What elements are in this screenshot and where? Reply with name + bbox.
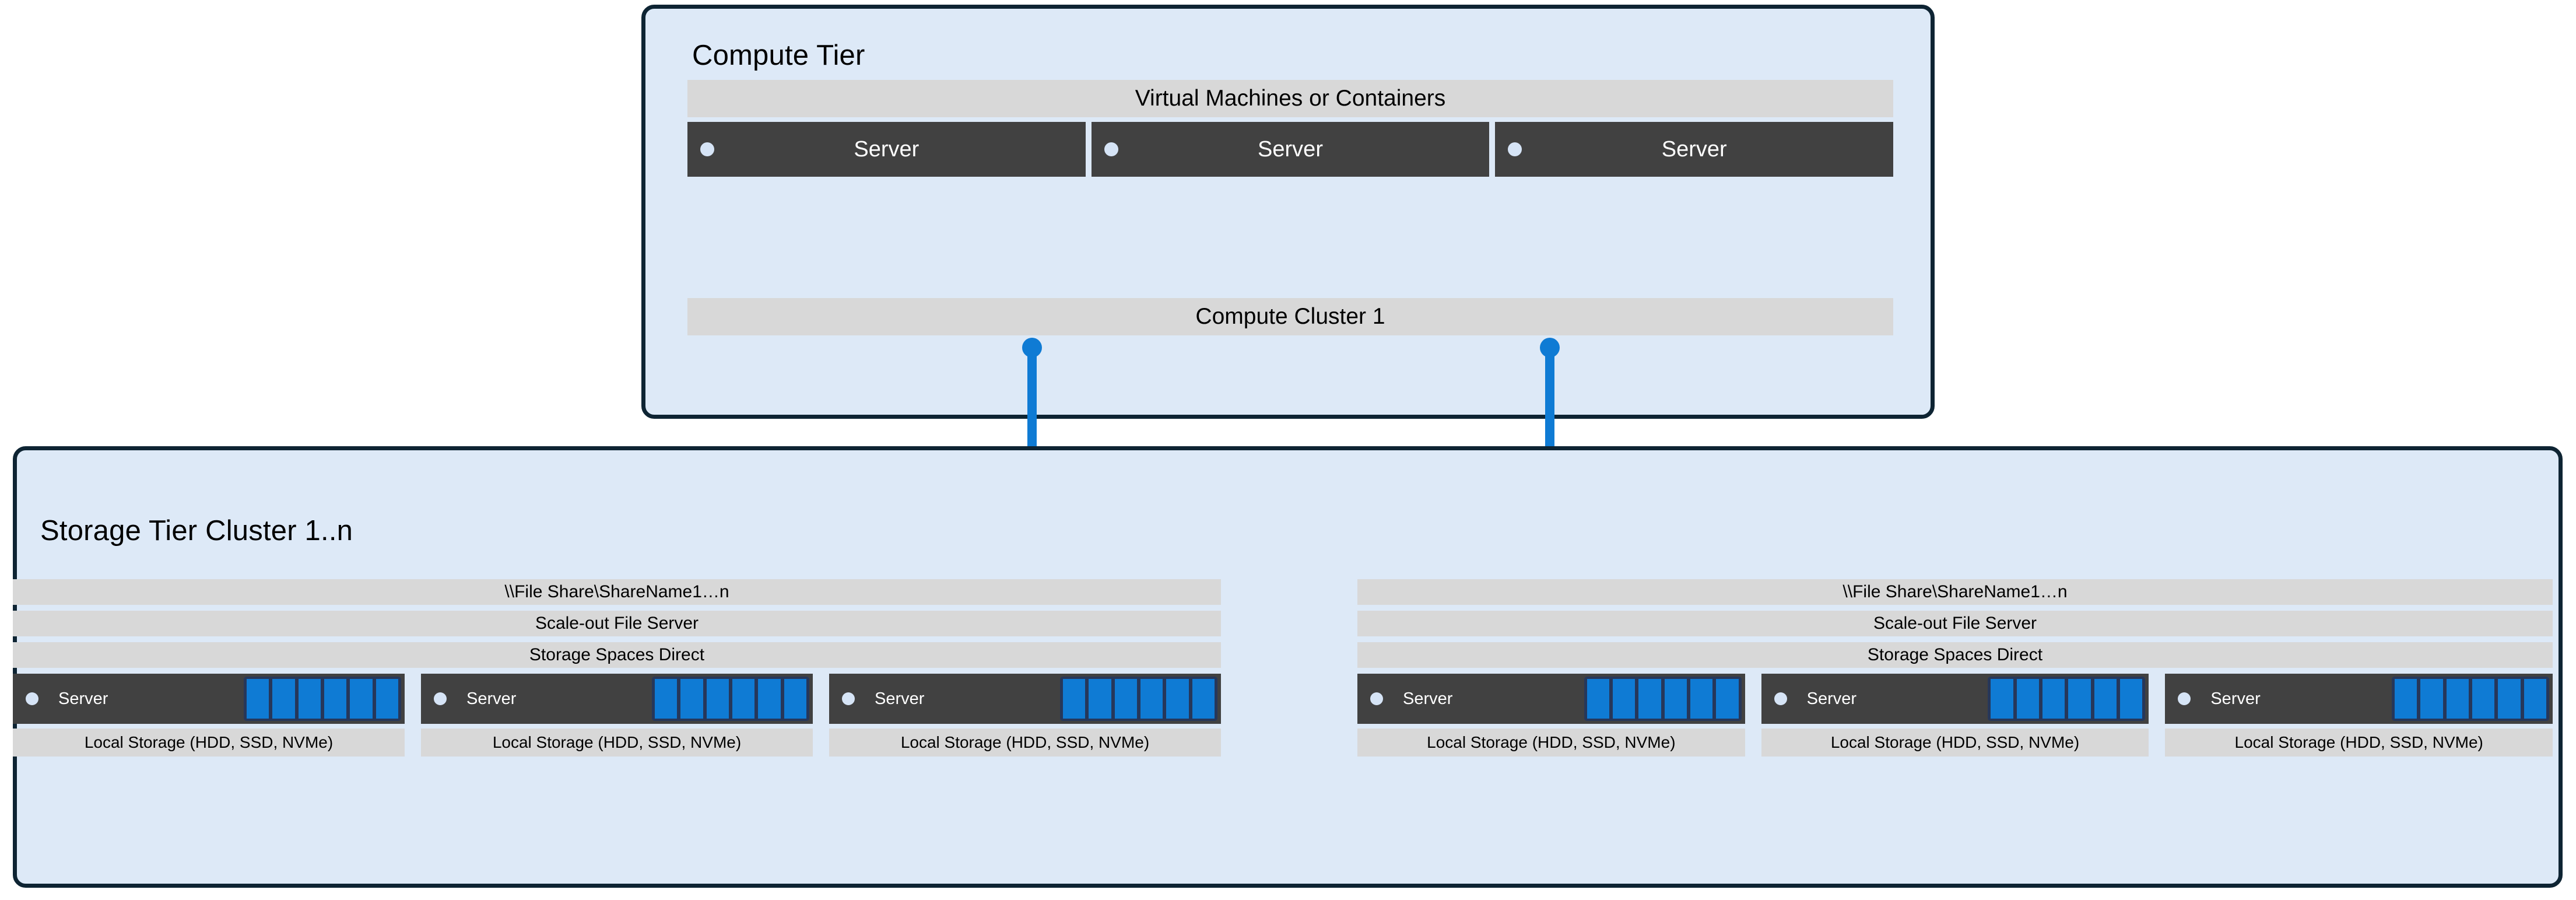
- storage-node[interactable]: Server Local Storage (HDD, SSD, NVMe): [1357, 674, 1745, 757]
- storage-spaces-direct-band: Storage Spaces Direct: [13, 642, 1221, 668]
- storage-server-label: Server: [58, 689, 108, 708]
- compute-tier-title: Compute Tier: [692, 40, 865, 71]
- disk-icon: [1716, 679, 1739, 719]
- storage-server-box[interactable]: Server: [1357, 674, 1745, 724]
- storage-server-box[interactable]: Server: [13, 674, 405, 724]
- disk-icon: [375, 679, 398, 719]
- disk-icon: [784, 679, 806, 719]
- storage-node-row: Server Local Storage (HDD, SSD, NVMe) Se…: [1357, 674, 2553, 757]
- status-dot-icon: [842, 692, 855, 705]
- storage-node-row: Server Local Storage (HDD, SSD, NVMe) Se…: [13, 674, 1221, 757]
- storage-cluster-right: \\File Share\ShareName1…n Scale-out File…: [1357, 579, 2553, 757]
- disk-icon: [732, 679, 755, 719]
- storage-server-label: Server: [875, 689, 925, 708]
- virtual-machines-band: Virtual Machines or Containers: [687, 80, 1893, 117]
- disk-icon: [272, 679, 295, 719]
- storage-server-label: Server: [2210, 689, 2261, 708]
- compute-server-label: Server: [1258, 136, 1323, 162]
- disk-icon: [2524, 679, 2546, 719]
- disk-bank-icon: [1988, 677, 2146, 721]
- compute-server-node[interactable]: Server: [1091, 122, 1490, 177]
- disk-icon: [2119, 679, 2143, 719]
- disk-icon: [1166, 679, 1189, 719]
- disk-icon: [758, 679, 781, 719]
- disk-icon: [298, 679, 321, 719]
- storage-server-box[interactable]: Server: [829, 674, 1221, 724]
- disk-icon: [2094, 679, 2117, 719]
- compute-server-label: Server: [1661, 136, 1727, 162]
- disk-icon: [1192, 679, 1215, 719]
- local-storage-label: Local Storage (HDD, SSD, NVMe): [421, 729, 813, 757]
- disk-icon: [2446, 679, 2469, 719]
- disk-icon: [2068, 679, 2091, 719]
- compute-server-label: Server: [854, 136, 920, 162]
- disk-icon: [655, 679, 678, 719]
- storage-server-label: Server: [1806, 689, 1857, 708]
- disk-icon: [1638, 679, 1661, 719]
- disk-icon: [350, 679, 373, 719]
- connector-endpoint-icon: [1022, 338, 1042, 358]
- local-storage-label: Local Storage (HDD, SSD, NVMe): [2165, 729, 2553, 757]
- connector-endpoint-icon: [1540, 338, 1560, 358]
- storage-server-label: Server: [466, 689, 517, 708]
- storage-node[interactable]: Server Local Storage (HDD, SSD, NVMe): [1761, 674, 2149, 757]
- disk-icon: [1664, 679, 1687, 719]
- disk-icon: [1140, 679, 1163, 719]
- disk-bank-icon: [652, 677, 809, 721]
- local-storage-label: Local Storage (HDD, SSD, NVMe): [1357, 729, 1745, 757]
- disk-icon: [2016, 679, 2039, 719]
- disk-icon: [2472, 679, 2495, 719]
- disk-bank-icon: [1584, 677, 1742, 721]
- local-storage-label: Local Storage (HDD, SSD, NVMe): [1761, 729, 2149, 757]
- storage-cluster-left: \\File Share\ShareName1…n Scale-out File…: [13, 579, 1221, 757]
- disk-icon: [1114, 679, 1137, 719]
- disk-icon: [247, 679, 269, 719]
- compute-server-node[interactable]: Server: [687, 122, 1086, 177]
- file-share-band: \\File Share\ShareName1…n: [1357, 579, 2553, 605]
- disk-icon: [1991, 679, 2013, 719]
- local-storage-label: Local Storage (HDD, SSD, NVMe): [13, 729, 405, 757]
- status-dot-icon: [2178, 692, 2191, 705]
- storage-node[interactable]: Server Local Storage (HDD, SSD, NVMe): [2165, 674, 2553, 757]
- disk-bank-icon: [1060, 677, 1217, 721]
- scale-out-file-server-band: Scale-out File Server: [13, 611, 1221, 636]
- compute-server-node[interactable]: Server: [1495, 122, 1894, 177]
- compute-tier-container: Compute Tier Virtual Machines or Contain…: [641, 5, 1935, 419]
- disk-icon: [2498, 679, 2521, 719]
- storage-server-box[interactable]: Server: [421, 674, 813, 724]
- storage-spaces-direct-band: Storage Spaces Direct: [1357, 642, 2553, 668]
- disk-icon: [1587, 679, 1609, 719]
- disk-icon: [706, 679, 729, 719]
- disk-bank-icon: [244, 677, 401, 721]
- status-dot-icon: [434, 692, 447, 705]
- storage-node[interactable]: Server Local Storage (HDD, SSD, NVMe): [829, 674, 1221, 757]
- status-dot-icon: [1104, 142, 1118, 156]
- status-dot-icon: [1508, 142, 1522, 156]
- storage-node[interactable]: Server Local Storage (HDD, SSD, NVMe): [13, 674, 405, 757]
- storage-node[interactable]: Server Local Storage (HDD, SSD, NVMe): [421, 674, 813, 757]
- disk-icon: [680, 679, 703, 719]
- file-share-band: \\File Share\ShareName1…n: [13, 579, 1221, 605]
- disk-icon: [1613, 679, 1636, 719]
- disk-icon: [2042, 679, 2065, 719]
- disk-icon: [2395, 679, 2417, 719]
- disk-icon: [1063, 679, 1086, 719]
- disk-icon: [1690, 679, 1713, 719]
- storage-server-box[interactable]: Server: [1761, 674, 2149, 724]
- storage-server-box[interactable]: Server: [2165, 674, 2553, 724]
- disk-icon: [1089, 679, 1111, 719]
- disk-icon: [324, 679, 347, 719]
- scale-out-file-server-band: Scale-out File Server: [1357, 611, 2553, 636]
- local-storage-label: Local Storage (HDD, SSD, NVMe): [829, 729, 1221, 757]
- status-dot-icon: [1774, 692, 1787, 705]
- compute-server-row: Server Server Server: [687, 122, 1894, 177]
- status-dot-icon: [700, 142, 714, 156]
- storage-tier-title: Storage Tier Cluster 1..n: [40, 515, 353, 547]
- disk-bank-icon: [2392, 677, 2550, 721]
- status-dot-icon: [26, 692, 38, 705]
- storage-server-label: Server: [1403, 689, 1453, 708]
- compute-cluster-band: Compute Cluster 1: [687, 298, 1893, 335]
- status-dot-icon: [1370, 692, 1383, 705]
- disk-icon: [2420, 679, 2443, 719]
